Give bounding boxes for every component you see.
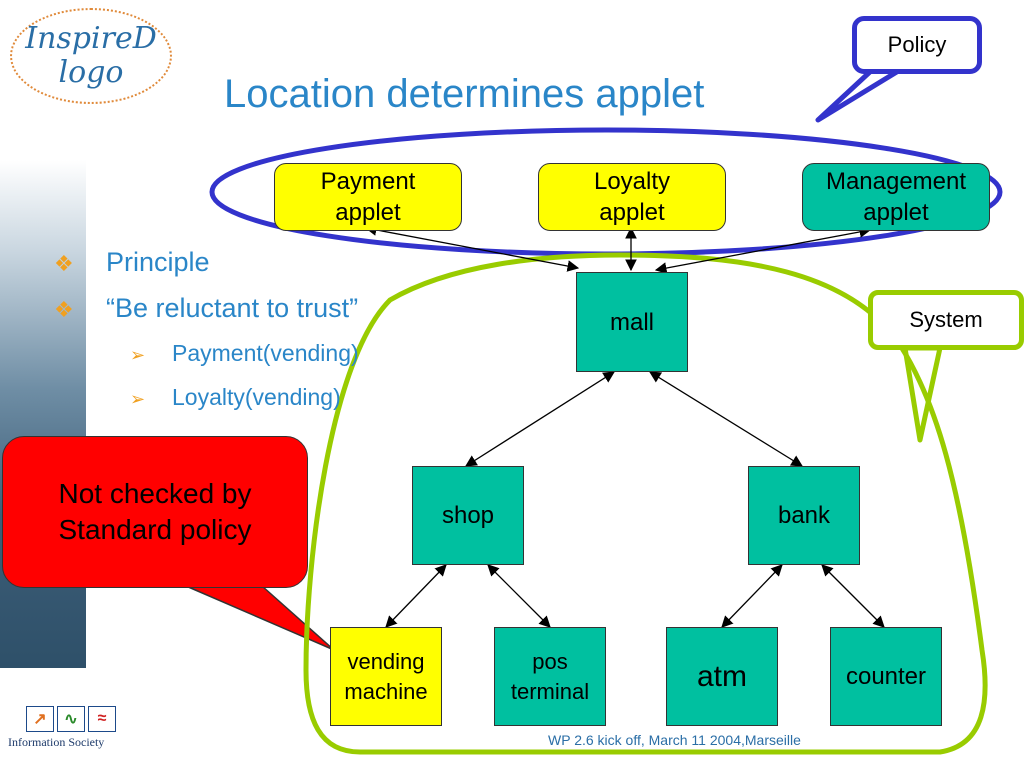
- arrow-shop-vending: [385, 564, 447, 628]
- information-society-logo: ↗ ∿ ≈ Information Society: [8, 706, 120, 750]
- footer-text: WP 2.6 kick off, March 11 2004,Marseille: [548, 732, 801, 748]
- arrow-payment-mall: [364, 224, 580, 272]
- slide-title: Location determines applet: [224, 72, 705, 116]
- pos-terminal-node: pos terminal: [494, 627, 606, 726]
- payment-applet-label: Payment applet: [320, 168, 416, 226]
- mall-node: mall: [576, 272, 688, 372]
- arrow-icon: ↗: [26, 706, 54, 732]
- mall-label: mall: [609, 308, 654, 336]
- bullet-list: ❖ Principle ❖ “Be reluctant to trust” ➢ Pay…: [54, 240, 359, 420]
- sub-bullet-item: ➢ Loyalty(vending): [54, 376, 359, 420]
- arrow-bullet-icon: ➢: [130, 345, 146, 365]
- arrow-management-mall: [654, 226, 872, 274]
- diamond-bullet-icon: ❖: [54, 251, 74, 276]
- arrow-mall-shop: [465, 371, 615, 467]
- loyalty-applet-box: Loyalty applet: [538, 163, 726, 231]
- bullet-text: “Be reluctant to trust”: [106, 293, 359, 323]
- atm-label: atm: [696, 660, 747, 693]
- system-callout-label: System: [909, 307, 983, 332]
- atm-node: atm: [666, 627, 778, 726]
- diamond-bullet-icon: ❖: [54, 297, 74, 322]
- management-applet-box: Management applet: [802, 163, 990, 231]
- shop-node: shop: [412, 466, 524, 565]
- vending-machine-label: vending machine: [344, 648, 428, 704]
- payment-applet-box: Payment applet: [274, 163, 462, 231]
- bank-label: bank: [777, 502, 831, 529]
- counter-node: counter: [830, 627, 942, 726]
- wave-icon: ≈: [88, 706, 116, 732]
- pos-terminal-label: pos terminal: [510, 648, 590, 704]
- pulse-icon: ∿: [57, 706, 85, 732]
- arrow-shop-pos: [487, 564, 551, 628]
- bullet-text: Principle: [106, 247, 210, 277]
- shop-label: shop: [441, 502, 495, 529]
- warning-callout-pointer: [185, 585, 335, 651]
- bullet-item: ❖ Principle: [54, 240, 359, 286]
- management-applet-label: Management applet: [825, 168, 967, 226]
- arrow-mall-bank: [649, 371, 803, 467]
- logo-text: InspireD logo: [25, 21, 157, 90]
- policy-callout: Policy: [852, 16, 982, 74]
- loyalty-applet-label: Loyalty applet: [593, 168, 671, 226]
- system-callout: System: [868, 290, 1024, 350]
- vending-machine-node: vending machine: [330, 627, 442, 726]
- logo-caption: Information Society: [8, 735, 105, 749]
- arrow-bank-atm: [721, 564, 783, 628]
- not-checked-callout: Not checked by Standard policy: [2, 436, 308, 588]
- sub-bullet-item: ➢ Payment(vending): [54, 332, 359, 376]
- arrow-bank-counter: [821, 564, 885, 628]
- inspired-logo: InspireD logo: [10, 8, 172, 104]
- bank-node: bank: [748, 466, 860, 565]
- policy-callout-label: Policy: [887, 32, 947, 57]
- sub-bullet-text: Payment(vending): [172, 340, 359, 366]
- sub-bullet-text: Loyalty(vending): [172, 384, 341, 410]
- bullet-item: ❖ “Be reluctant to trust”: [54, 286, 359, 332]
- not-checked-callout-text: Not checked by Standard policy: [58, 478, 252, 545]
- system-outline: [303, 252, 988, 755]
- policy-callout-pointer: [815, 67, 903, 123]
- counter-label: counter: [845, 663, 927, 690]
- arrow-bullet-icon: ➢: [130, 389, 146, 409]
- logo-icons: ↗ ∿ ≈: [26, 706, 120, 732]
